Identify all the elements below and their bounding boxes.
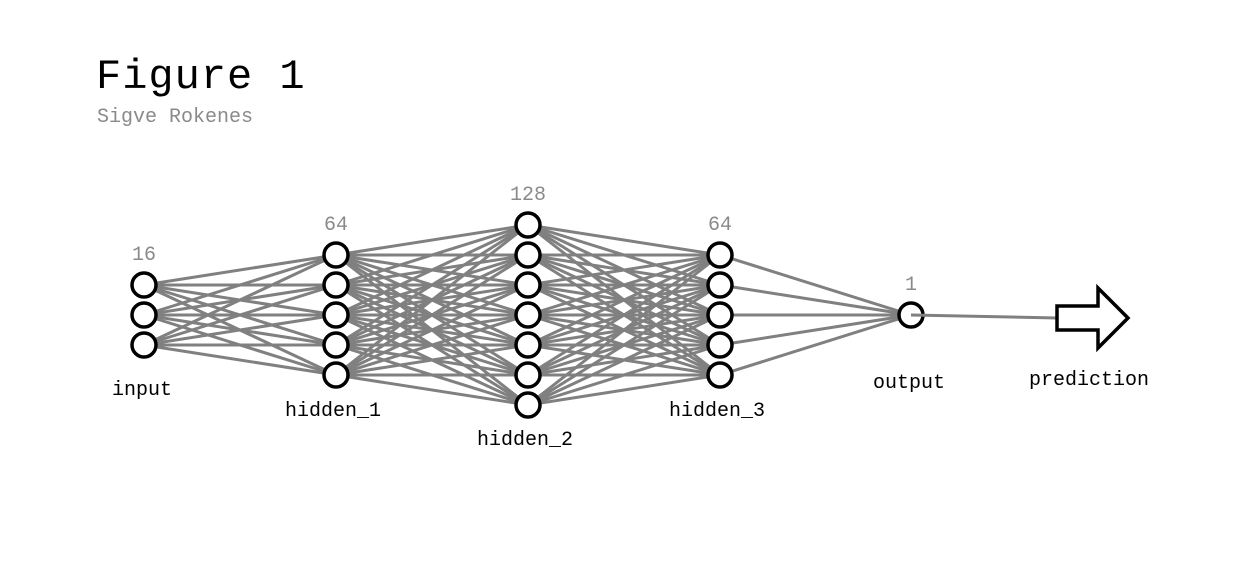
node-hidden_2-3 (514, 301, 542, 329)
edge-hidden_2-6-to-hidden_3-2 (527, 313, 721, 407)
count-label-output: 1 (905, 274, 917, 297)
edge-input-2-to-hidden_1-0 (143, 253, 337, 347)
edge-hidden_3-4-to-output-0 (719, 313, 912, 377)
edge-input-2-to-hidden_1-4 (143, 343, 337, 377)
edge-hidden_1-0-to-hidden_2-0 (335, 223, 529, 257)
count-label-hidden_1: 64 (324, 214, 348, 237)
edge-hidden_3-1-to-output-0 (719, 283, 912, 317)
edge-hidden_1-4-to-hidden_2-1 (335, 253, 529, 377)
edge-hidden_2-6-to-hidden_3-4 (527, 373, 721, 407)
edge-hidden_1-4-to-hidden_2-2 (335, 283, 529, 377)
node-hidden_3-4 (706, 361, 734, 389)
edge-hidden_1-1-to-hidden_2-0 (335, 223, 529, 287)
edge-hidden_2-3-to-hidden_3-0 (527, 253, 721, 317)
layer-name-hidden_1: hidden_1 (285, 400, 381, 423)
layer-name-input: input (112, 379, 172, 402)
edge-hidden_1-4-to-hidden_2-0 (335, 223, 529, 377)
output-to-prediction-edge (910, 313, 1058, 320)
count-label-input: 16 (132, 244, 156, 267)
node-hidden_2-0 (514, 211, 542, 239)
right-arrow-icon (1055, 283, 1131, 353)
edge-hidden_1-3-to-hidden_2-0 (335, 223, 529, 347)
edge-hidden_2-4-to-hidden_3-0 (527, 253, 721, 347)
layer-name-hidden_2: hidden_2 (477, 429, 573, 452)
node-hidden_1-2 (322, 301, 350, 329)
edge-input-2-to-hidden_1-2 (143, 313, 337, 347)
edge-hidden_1-4-to-hidden_2-3 (335, 313, 529, 377)
edge-hidden_1-2-to-hidden_2-0 (335, 223, 529, 317)
edge-input-1-to-hidden_1-0 (143, 253, 337, 317)
neurons (130, 211, 925, 419)
node-hidden_3-2 (706, 301, 734, 329)
edge-hidden_2-6-to-hidden_3-3 (527, 343, 721, 407)
edge-hidden_1-4-to-hidden_2-6 (335, 373, 529, 407)
node-hidden_2-4 (514, 331, 542, 359)
layer-name-hidden_3: hidden_3 (669, 400, 765, 423)
edge-hidden_2-0-to-hidden_3-0 (527, 223, 721, 257)
edge-hidden_2-6-to-hidden_3-1 (527, 283, 721, 407)
edge-hidden_1-4-to-hidden_2-4 (335, 343, 529, 377)
node-input-1 (130, 301, 158, 329)
edge-hidden_3-3-to-output-0 (719, 313, 912, 347)
edge-hidden_3-0-to-output-0 (719, 253, 912, 317)
node-hidden_1-1 (322, 271, 350, 299)
node-hidden_3-3 (706, 331, 734, 359)
figure-title: Figure 1 (96, 53, 306, 101)
edge-hidden_2-2-to-hidden_3-0 (527, 253, 721, 287)
node-hidden_3-0 (706, 241, 734, 269)
layer-name-output: output (873, 372, 945, 395)
count-label-hidden_3: 64 (708, 214, 732, 237)
node-hidden_2-1 (514, 241, 542, 269)
edge-hidden_2-5-to-hidden_3-0 (527, 253, 721, 377)
node-hidden_1-4 (322, 361, 350, 389)
node-input-0 (130, 271, 158, 299)
node-hidden_1-0 (322, 241, 350, 269)
layer-labels: 16 input 64 hidden_1 128 hidden_2 64 hidden_3 1 o… (112, 184, 945, 452)
connections (143, 223, 912, 407)
node-hidden_2-5 (514, 361, 542, 389)
node-hidden_1-3 (322, 331, 350, 359)
count-label-hidden_2: 128 (510, 184, 546, 207)
node-hidden_3-1 (706, 271, 734, 299)
node-hidden_2-6 (514, 391, 542, 419)
figure-author: Sigve Rokenes (97, 106, 254, 129)
node-hidden_2-2 (514, 271, 542, 299)
prediction-label: prediction (1029, 369, 1149, 392)
edge-input-2-to-hidden_1-1 (143, 283, 337, 347)
edge-input-0-to-hidden_1-0 (143, 253, 337, 287)
node-input-2 (130, 331, 158, 359)
edge-hidden_2-6-to-hidden_3-0 (527, 253, 721, 407)
